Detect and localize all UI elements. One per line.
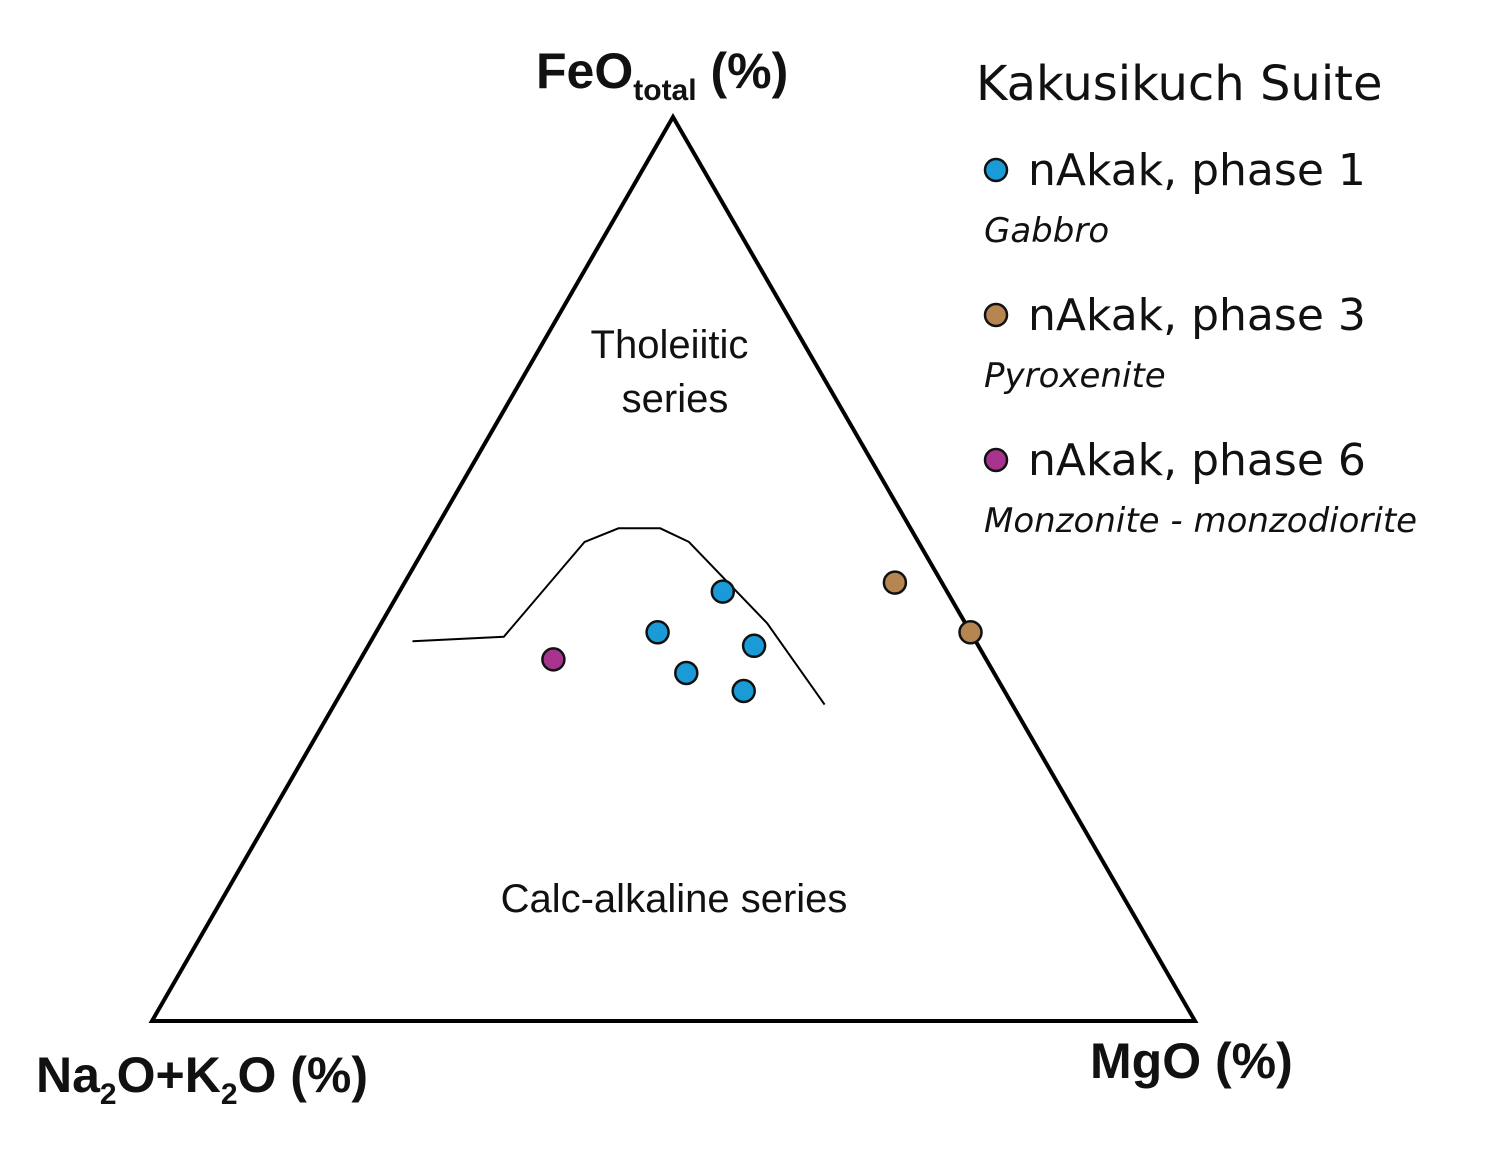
data-point-series-1-4 <box>674 660 699 686</box>
data-point-series-1-1 <box>710 579 736 604</box>
calc-alkaline-field-label: Calc-alkaline series <box>501 877 848 921</box>
legend-series-label-1: nAkak, phase 1 <box>1028 145 1366 196</box>
apex-top-label: FeOtotal (%) <box>536 43 788 107</box>
ternary-frame <box>148 112 1199 1023</box>
data-point-series-3-1 <box>541 647 566 672</box>
tholeiitic-calc-alkaline-boundary <box>412 527 826 706</box>
legend-marker-2 <box>983 302 1009 328</box>
data-point-series-2-1 <box>882 570 908 595</box>
data-point-series-1-2 <box>645 620 670 645</box>
legend-title: Kakusikuch Suite <box>976 56 1383 112</box>
legend: Kakusikuch Suite nAkak, phase 1 Gabbro nAk… <box>976 56 1417 541</box>
data-point-series-2-2 <box>958 620 983 645</box>
legend-marker-1 <box>983 157 1009 183</box>
apex-right-label: MgO (%) <box>1090 1033 1293 1089</box>
data-point-series-1-5 <box>731 678 756 704</box>
legend-series-label-3: nAkak, phase 6 <box>1028 435 1366 486</box>
data-points <box>541 570 983 704</box>
legend-series-label-2: nAkak, phase 3 <box>1028 290 1366 341</box>
legend-marker-3 <box>983 447 1009 473</box>
legend-rock-type-2: Pyroxenite <box>984 356 1166 396</box>
data-point-series-1-3 <box>741 633 767 659</box>
legend-rock-type-1: Gabbro <box>984 211 1109 251</box>
apex-left-label: Na2O+K2O (%) <box>36 1047 368 1111</box>
tholeiitic-field-label: Tholeiitic series <box>591 323 760 421</box>
legend-rock-type-3: Monzonite - monzodiorite <box>984 501 1417 541</box>
